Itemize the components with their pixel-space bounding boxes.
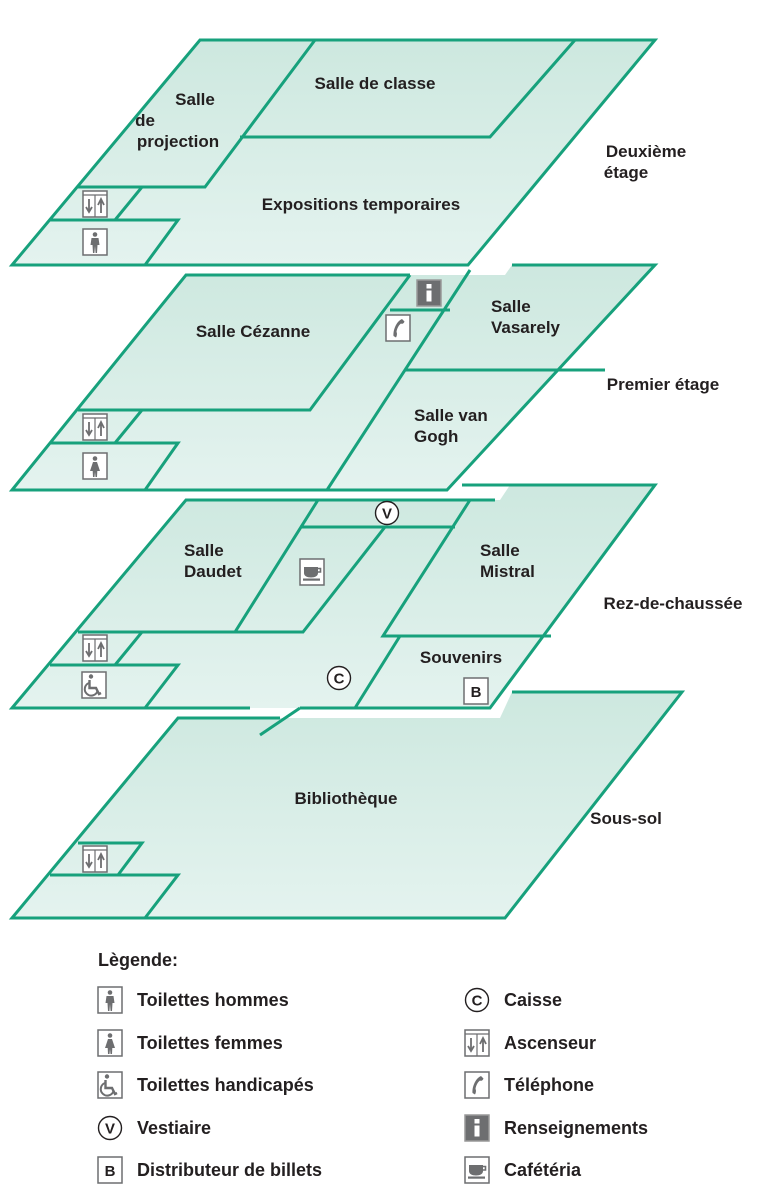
wall xyxy=(50,873,182,919)
legend-item: Toilettes femmes xyxy=(97,1028,283,1058)
room-label-salle-vasarely-1: Salle xyxy=(491,297,531,316)
cafe-icon xyxy=(299,558,325,586)
legend-label: Cafétéria xyxy=(504,1159,582,1180)
floor-rez-area xyxy=(12,485,655,708)
ticket-machine-icon: B xyxy=(97,1156,123,1184)
phone-icon xyxy=(385,314,411,342)
legend-item: Téléphone xyxy=(464,1070,594,1100)
floor-name-sous-sol: Sous-sol xyxy=(590,809,662,828)
legend-item: B Distributeur de billets xyxy=(97,1155,322,1185)
cafe-icon xyxy=(464,1156,490,1184)
wall xyxy=(113,631,144,666)
wall xyxy=(50,663,182,709)
floor-name-premier: Premier étage xyxy=(606,375,720,394)
legend-item: V Vestiaire xyxy=(97,1113,211,1143)
elevator-icon xyxy=(82,190,108,218)
stair-line xyxy=(259,706,301,737)
legend-title: Lègende: xyxy=(98,950,179,970)
room-label-salle-van-gogh-1: Salle van xyxy=(414,406,488,425)
info-icon xyxy=(464,1114,490,1142)
wall-souvenirs xyxy=(353,635,402,709)
floor-rez-outline-right xyxy=(300,483,658,710)
women-toilet-icon xyxy=(82,452,108,480)
wall-cezanne xyxy=(78,274,412,412)
floor-plan-drawing xyxy=(8,38,686,920)
wall xyxy=(50,441,181,491)
legend-label: Toilettes femmes xyxy=(137,1032,283,1053)
cloakroom-icon: V xyxy=(97,1115,123,1141)
cloakroom-icon: V xyxy=(374,500,400,526)
legend-item: Toilettes hommes xyxy=(97,985,289,1015)
room-label-salle-de-projection-3: projection xyxy=(136,132,220,151)
room-label-salle-de-projection-1: Salle xyxy=(175,90,215,109)
floor-name-deuxieme-2: étage xyxy=(603,163,649,182)
wall xyxy=(113,186,144,221)
svg-text:V: V xyxy=(382,506,392,523)
legend-item: Ascenseur xyxy=(464,1028,596,1058)
info-icon xyxy=(416,279,442,307)
wall xyxy=(50,218,181,266)
wall-mistral xyxy=(380,499,551,638)
legend-item: Renseignements xyxy=(464,1113,648,1143)
legend-label: Renseignements xyxy=(504,1117,649,1138)
floor-rez-outline xyxy=(8,498,495,710)
legend-label: Caisse xyxy=(504,989,563,1010)
room-label-expositions-temporaires: Expositions temporaires xyxy=(261,195,461,214)
svg-text:C: C xyxy=(334,671,345,688)
legend-label: Toilettes hommes xyxy=(137,989,289,1010)
legend-label: Distributeur de billets xyxy=(137,1159,323,1180)
wall-vasarely xyxy=(325,269,472,491)
room-label-salle-mistral-1: Salle xyxy=(480,541,520,560)
cashier-icon: C xyxy=(464,987,490,1013)
elevator-icon xyxy=(82,845,108,873)
ticket-machine-icon: B xyxy=(463,677,489,705)
wall xyxy=(78,841,145,876)
floor-name-deuxieme-1: Deuxième xyxy=(605,142,687,161)
elevator-icon xyxy=(82,413,108,441)
room-label-salle-de-projection-2: de xyxy=(135,111,155,130)
room-label-souvenirs: Souvenirs xyxy=(419,648,503,667)
room-label-salle-daudet-1: Salle xyxy=(184,541,224,560)
room-label-salle-mistral-2: Mistral xyxy=(480,562,535,581)
floor-deuxieme-outline xyxy=(8,38,659,267)
floor-premier-outline xyxy=(8,263,659,492)
legend-item: Toilettes handicapés xyxy=(97,1070,314,1100)
room-label-salle-daudet-2: Daudet xyxy=(184,562,242,581)
room-label-bibliotheque: Bibliothèque xyxy=(294,789,398,808)
phone-icon xyxy=(464,1071,490,1099)
wall xyxy=(113,409,144,444)
svg-text:B: B xyxy=(105,1163,116,1180)
room-label-salle-de-classe: Salle de classe xyxy=(314,74,436,93)
legend-item: C Caisse xyxy=(464,985,562,1015)
accessible-toilet-icon xyxy=(81,671,107,699)
floor-deuxieme-area xyxy=(12,40,655,265)
legend-label: Toilettes handicapés xyxy=(137,1074,314,1095)
legend-label: Téléphone xyxy=(504,1074,595,1095)
room-label-salle-van-gogh-2: Gogh xyxy=(414,427,459,446)
wall-salle-de-classe xyxy=(240,39,577,139)
cashier-icon: C xyxy=(326,665,352,691)
floor-soussol-outline xyxy=(8,690,686,920)
floor-soussol-area xyxy=(12,692,682,918)
elevator-icon xyxy=(82,634,108,662)
accessible-toilet-icon xyxy=(97,1071,123,1099)
men-toilet-icon xyxy=(82,228,108,256)
men-toilet-icon xyxy=(97,986,123,1014)
svg-text:C: C xyxy=(472,993,483,1010)
svg-text:B: B xyxy=(471,684,482,701)
women-toilet-icon xyxy=(97,1029,123,1057)
legend-label: Vestiaire xyxy=(137,1117,212,1138)
wall-cafeteria xyxy=(235,526,387,634)
svg-text:V: V xyxy=(105,1121,115,1138)
room-label-salle-cezanne: Salle Cézanne xyxy=(195,322,311,341)
floor-name-rez-de-chaussee: Rez-de-chaussée xyxy=(603,594,743,613)
legend-item: Cafétéria xyxy=(464,1155,581,1185)
legend-label: Ascenseur xyxy=(504,1032,597,1053)
elevator-icon xyxy=(464,1029,490,1057)
room-label-salle-vasarely-2: Vasarely xyxy=(491,318,561,337)
wall xyxy=(78,39,317,189)
